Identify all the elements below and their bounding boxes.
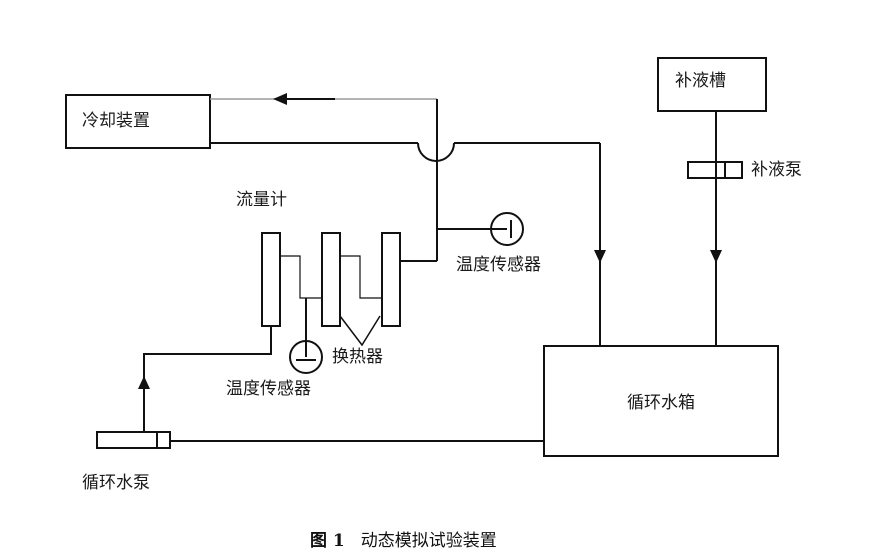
makeup-pump-label: 补液泵 bbox=[751, 160, 802, 180]
makeup-tank-label: 补液槽 bbox=[675, 71, 726, 91]
link-hx1-to-hx2 bbox=[340, 255, 382, 299]
pump-to-flowmeter-line bbox=[143, 326, 272, 432]
heat-exchanger-1 bbox=[321, 232, 341, 327]
heat-exchanger-label: 换热器 bbox=[332, 347, 383, 367]
heat-exchanger-pointer bbox=[339, 315, 381, 347]
temp-sensor-top-label: 温度传感器 bbox=[456, 255, 541, 275]
temp-sensor-bottom-icon bbox=[289, 340, 323, 374]
temp-sensor-top-icon bbox=[490, 212, 524, 246]
flow-meter-label: 流量计 bbox=[236, 190, 287, 210]
arrow-down-makeup bbox=[710, 250, 722, 263]
circulation-pump-label: 循环水泵 bbox=[82, 473, 150, 493]
makeup-tank-box bbox=[657, 57, 767, 112]
arrow-left-return bbox=[273, 93, 287, 105]
circulation-tank-box bbox=[543, 345, 779, 457]
circulation-pump-body bbox=[96, 431, 171, 449]
arrow-up-pump bbox=[138, 376, 150, 389]
figure-title: 动态模拟试验装置 bbox=[360, 531, 497, 551]
cooling-unit-box bbox=[65, 94, 211, 149]
link-flow-to-hx1 bbox=[280, 255, 322, 299]
cooling-unit-label: 冷却装置 bbox=[82, 111, 150, 131]
temp-sensor-bottom-label: 温度传感器 bbox=[226, 379, 311, 399]
figure-caption: 图 1 动态模拟试验装置 bbox=[310, 533, 497, 550]
arrow-down-to-tank bbox=[594, 250, 606, 263]
heat-exchanger-2 bbox=[381, 232, 401, 327]
makeup-pump-body bbox=[687, 161, 743, 179]
circulation-tank-label: 循环水箱 bbox=[627, 393, 695, 413]
figure-number: 图 1 bbox=[310, 531, 345, 551]
flow-meter-tube bbox=[261, 232, 281, 327]
